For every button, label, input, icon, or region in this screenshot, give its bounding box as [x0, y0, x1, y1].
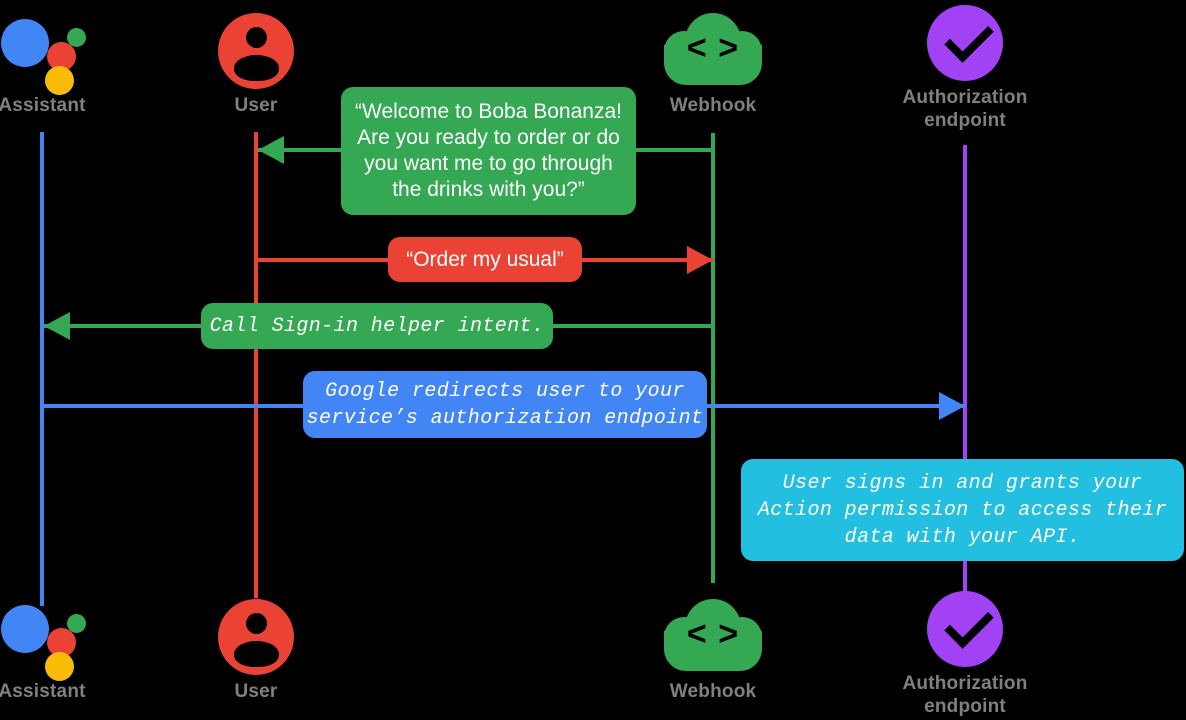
auth-icon-wrap-bottom — [865, 586, 1065, 672]
code-glyph-icon: < > — [686, 615, 740, 653]
actor-label-assistant-top: Assistant — [0, 95, 86, 116]
actor-label-user-top: User — [234, 95, 278, 116]
message-text-order-usual: “Order my usual” — [406, 247, 564, 271]
arrow-head-redirect — [939, 392, 965, 420]
message-bubble-signin-helper: Call Sign-in helper intent. — [201, 303, 553, 349]
lifeline-webhook — [711, 133, 715, 583]
purple-check-circle-icon — [927, 5, 1003, 81]
message-bubble-redirect: Google redirects user to your service’s … — [303, 371, 707, 438]
user-avatar-icon — [218, 599, 294, 675]
assistant-icon-wrap — [0, 8, 142, 95]
message-text-redirect: Google redirects user to your service’s … — [306, 379, 704, 430]
actor-user-bottom[interactable]: User — [156, 594, 356, 703]
actor-label-auth-top: Authorization endpoint — [902, 87, 1028, 131]
actor-auth-top[interactable]: Authorization endpoint — [865, 0, 1065, 132]
actor-webhook-bottom[interactable]: < > Webhook — [613, 594, 813, 703]
webhook-icon-wrap-bottom: < > — [613, 594, 813, 680]
lifeline-user — [254, 132, 258, 598]
arrow-head-order-usual — [687, 246, 713, 274]
actor-webhook-top[interactable]: < > Webhook — [613, 8, 813, 117]
message-bubble-welcome: “Welcome to Boba Bonanza! Are you ready … — [341, 87, 636, 215]
cloud-code-icon: < > — [658, 597, 768, 677]
lifeline-assistant — [40, 132, 44, 606]
auth-icon-wrap — [865, 0, 1065, 86]
message-text-welcome: “Welcome to Boba Bonanza! Are you ready … — [355, 100, 622, 201]
message-text-signin-helper: Call Sign-in helper intent. — [209, 314, 545, 338]
message-text-user-grants: User signs in and grants your Action per… — [757, 471, 1168, 549]
google-assistant-logo-icon — [0, 11, 86, 95]
actor-label-assistant-bottom: Assistant — [0, 681, 86, 702]
actor-label-webhook-bottom: Webhook — [669, 681, 757, 702]
purple-check-circle-icon — [927, 591, 1003, 667]
actor-auth-bottom[interactable]: Authorization endpoint — [865, 586, 1065, 718]
actor-label-user-bottom: User — [234, 681, 278, 702]
actor-label-webhook-top: Webhook — [669, 95, 757, 116]
user-icon-wrap-bottom — [156, 594, 356, 680]
message-bubble-order-usual: “Order my usual” — [388, 237, 582, 282]
actor-assistant-bottom[interactable]: Assistant — [0, 594, 142, 703]
user-avatar-icon — [218, 13, 294, 89]
message-bubble-user-grants: User signs in and grants your Action per… — [741, 459, 1184, 561]
code-glyph-icon: < > — [686, 29, 740, 67]
arrow-head-welcome — [258, 136, 284, 164]
user-icon-wrap — [156, 8, 356, 94]
assistant-icon-wrap-bottom — [0, 594, 142, 681]
webhook-icon-wrap: < > — [613, 8, 813, 94]
google-assistant-logo-icon — [0, 597, 86, 681]
lifeline-auth — [963, 145, 967, 593]
cloud-code-icon: < > — [658, 11, 768, 91]
actor-user-top[interactable]: User — [156, 8, 356, 117]
actor-assistant-top[interactable]: Assistant — [0, 8, 142, 117]
arrow-head-signin-helper — [44, 312, 70, 340]
actor-label-auth-bottom: Authorization endpoint — [902, 673, 1028, 717]
